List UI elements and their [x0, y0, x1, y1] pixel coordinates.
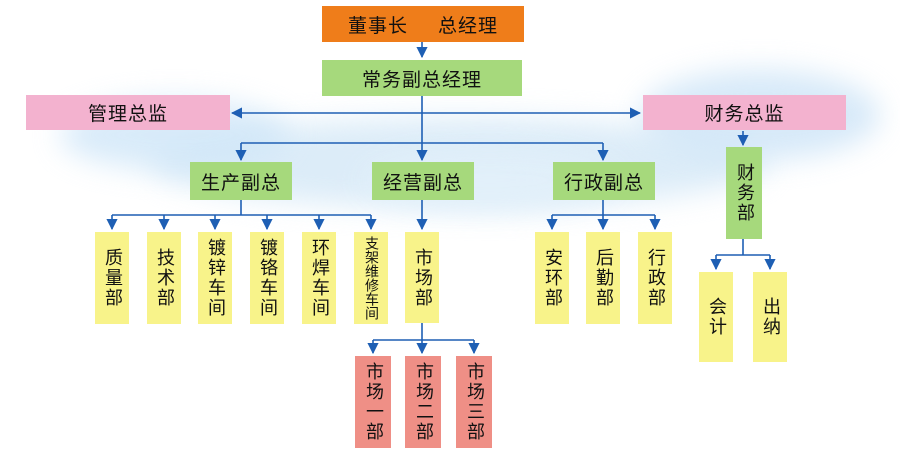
- chairman-gm-box: 董事长 总经理: [322, 6, 524, 42]
- executive-vp-box: 常务副总经理: [322, 60, 522, 96]
- accounting-box: 会计: [699, 272, 733, 362]
- finance-director-box: 财务总监: [643, 95, 846, 130]
- market-unit-2-box: 市场二部: [405, 356, 441, 448]
- logistics-dept-box: 后勤部: [586, 232, 620, 324]
- cashier-box: 出纳: [753, 272, 787, 362]
- galvanizing-workshop-box: 镀锌车间: [198, 232, 232, 324]
- administration-dept-box: 行政部: [638, 232, 672, 324]
- market-unit-3-box: 市场三部: [456, 356, 492, 448]
- safety-environment-dept-box: 安环部: [535, 232, 569, 324]
- vp-production-box: 生产副总: [190, 162, 292, 200]
- vp-admin-box: 行政副总: [553, 162, 655, 200]
- ring-welding-workshop-box: 环焊车间: [302, 232, 336, 324]
- market-unit-1-box: 市场一部: [355, 356, 391, 448]
- chairman-label: 董事长: [347, 14, 408, 37]
- general-manager-label: 总经理: [438, 14, 499, 37]
- technology-dept-box: 技术部: [147, 232, 181, 324]
- chrome-plating-workshop-box: 镀铬车间: [250, 232, 284, 324]
- management-director-box: 管理总监: [26, 95, 230, 130]
- vp-operations-box: 经营副总: [372, 162, 474, 200]
- market-dept-box: 市场部: [405, 232, 439, 323]
- quality-dept-box: 质量部: [95, 232, 129, 324]
- bracket-repair-workshop-box: 支架维修车间: [354, 232, 388, 324]
- finance-dept-box: 财务部: [726, 147, 762, 239]
